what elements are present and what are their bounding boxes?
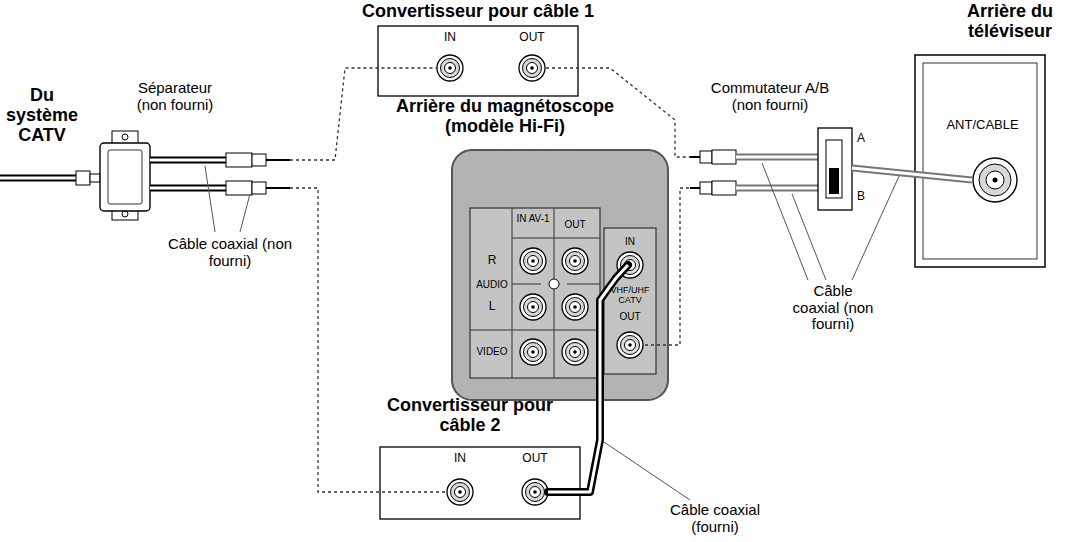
converter-box <box>378 26 578 96</box>
port-label: IN <box>612 236 648 247</box>
catv-cable <box>0 171 100 185</box>
port-label: A <box>854 132 868 145</box>
node-heading: Convertisseur pour câble 2 <box>375 396 565 436</box>
tv-back: Arrière du téléviseurANT/CABLE <box>915 0 1070 268</box>
dotted-connection <box>645 188 690 345</box>
node-heading: Séparateur (non fourni) <box>125 80 225 113</box>
port-label: R <box>474 254 510 267</box>
coax-cable <box>852 168 972 180</box>
port <box>627 264 629 266</box>
ab-switch <box>690 128 852 210</box>
port <box>644 344 646 346</box>
port-label: ANT/CABLE <box>935 118 1030 132</box>
vcr-back: Arrière du magnétoscope (modèle Hi-Fi) IN… <box>385 95 670 401</box>
port <box>289 159 291 161</box>
port-label: OUT <box>512 452 558 465</box>
port-label: IN <box>430 31 470 44</box>
vcr-back <box>452 150 668 400</box>
node-heading: Convertisseur pour câble 1 <box>348 2 608 22</box>
node-heading: Arrière du téléviseur <box>952 2 1068 42</box>
cable-label: Câble coaxial (non fourni) <box>788 283 878 333</box>
cable-label: Câble coaxial (fourni) <box>660 502 770 535</box>
port <box>851 167 853 169</box>
port <box>545 67 547 69</box>
coax-cable <box>548 265 628 492</box>
port <box>446 491 448 493</box>
port-label: VIDEO <box>472 346 512 357</box>
port-label: L <box>474 300 510 313</box>
port <box>971 179 973 181</box>
splitter <box>100 131 150 220</box>
splitter-cables <box>150 153 290 195</box>
port-label: OUT <box>612 311 648 322</box>
port-label: IN AV-1 <box>514 213 552 224</box>
converter-box <box>380 447 580 519</box>
port-label: OUT <box>507 31 557 44</box>
port-label: IN <box>440 452 480 465</box>
port <box>689 156 691 158</box>
splitter: Séparateur (non fourni) <box>100 78 292 224</box>
port-label: AUDIO <box>472 279 512 290</box>
converter-box: Convertisseur pour câble 2 IN OUT <box>375 394 580 520</box>
ab-switch: Commutateur A/B (non fourni) A B <box>688 78 868 212</box>
port <box>547 491 549 493</box>
port <box>289 187 291 189</box>
node-heading: Commutateur A/B (non fourni) <box>695 80 845 113</box>
node-heading: Arrière du magnétoscope (modèle Hi-Fi) <box>385 97 625 137</box>
converter-box: Convertisseur pour câble 1 IN OUT <box>348 0 608 98</box>
port-label: B <box>854 190 868 203</box>
port-label: VHF/UHF CATV <box>605 286 655 306</box>
leader-lines <box>205 163 900 500</box>
dotted-connection <box>290 188 447 492</box>
port-label: OUT <box>556 219 594 230</box>
port <box>689 187 691 189</box>
source-label: Du système CATV <box>6 86 78 145</box>
cable-label: Câble coaxial (non fourni) <box>160 236 300 269</box>
port <box>436 67 438 69</box>
tv-back <box>915 55 1045 267</box>
